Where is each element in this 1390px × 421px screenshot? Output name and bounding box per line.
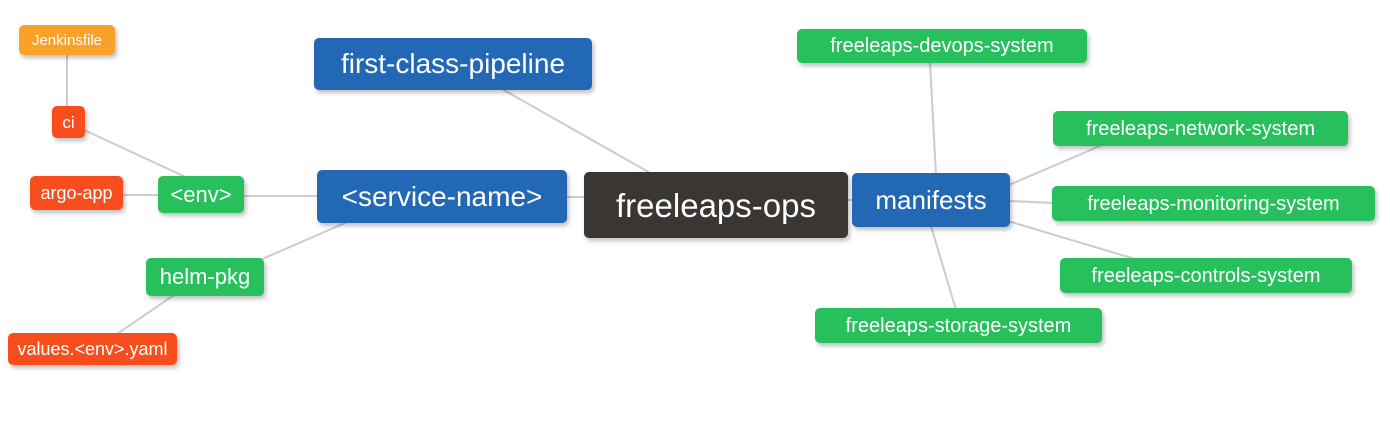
node-manifests[interactable]: manifests xyxy=(852,173,1010,227)
node-freeleaps-ops[interactable]: freeleaps-ops xyxy=(584,172,848,238)
edge-manifests--freeleaps-monitoring-system xyxy=(1008,200,1055,204)
node-freeleaps-storage-system[interactable]: freeleaps-storage-system xyxy=(815,308,1102,343)
edge-manifests--freeleaps-devops-system xyxy=(929,61,937,176)
edge-helm-pkg--service-name xyxy=(259,222,346,261)
edge-manifests--freeleaps-network-system xyxy=(1008,145,1101,186)
edge-ci--env xyxy=(81,128,193,181)
node-service-name[interactable]: <service-name> xyxy=(317,170,567,223)
edge-first-class-pipeline--freeleaps-ops xyxy=(501,88,653,175)
node-env[interactable]: <env> xyxy=(158,176,244,213)
node-jenkinsfile[interactable]: Jenkinsfile xyxy=(19,25,115,55)
edge-manifests--freeleaps-controls-system xyxy=(1007,220,1136,260)
node-helm-pkg[interactable]: helm-pkg xyxy=(146,258,264,296)
node-freeleaps-controls-system[interactable]: freeleaps-controls-system xyxy=(1060,258,1352,293)
edge-values-env-yaml--helm-pkg xyxy=(116,294,175,335)
node-argo-app[interactable]: argo-app xyxy=(30,176,123,210)
node-freeleaps-monitoring-system[interactable]: freeleaps-monitoring-system xyxy=(1052,186,1375,221)
node-ci[interactable]: ci xyxy=(52,106,85,138)
node-first-class-pipeline[interactable]: first-class-pipeline xyxy=(314,38,592,90)
node-freeleaps-network-system[interactable]: freeleaps-network-system xyxy=(1053,111,1348,146)
node-values-env-yaml[interactable]: values.<env>.yaml xyxy=(8,333,177,365)
node-freeleaps-devops-system[interactable]: freeleaps-devops-system xyxy=(797,29,1087,63)
edge-manifests--freeleaps-storage-system xyxy=(930,225,957,311)
